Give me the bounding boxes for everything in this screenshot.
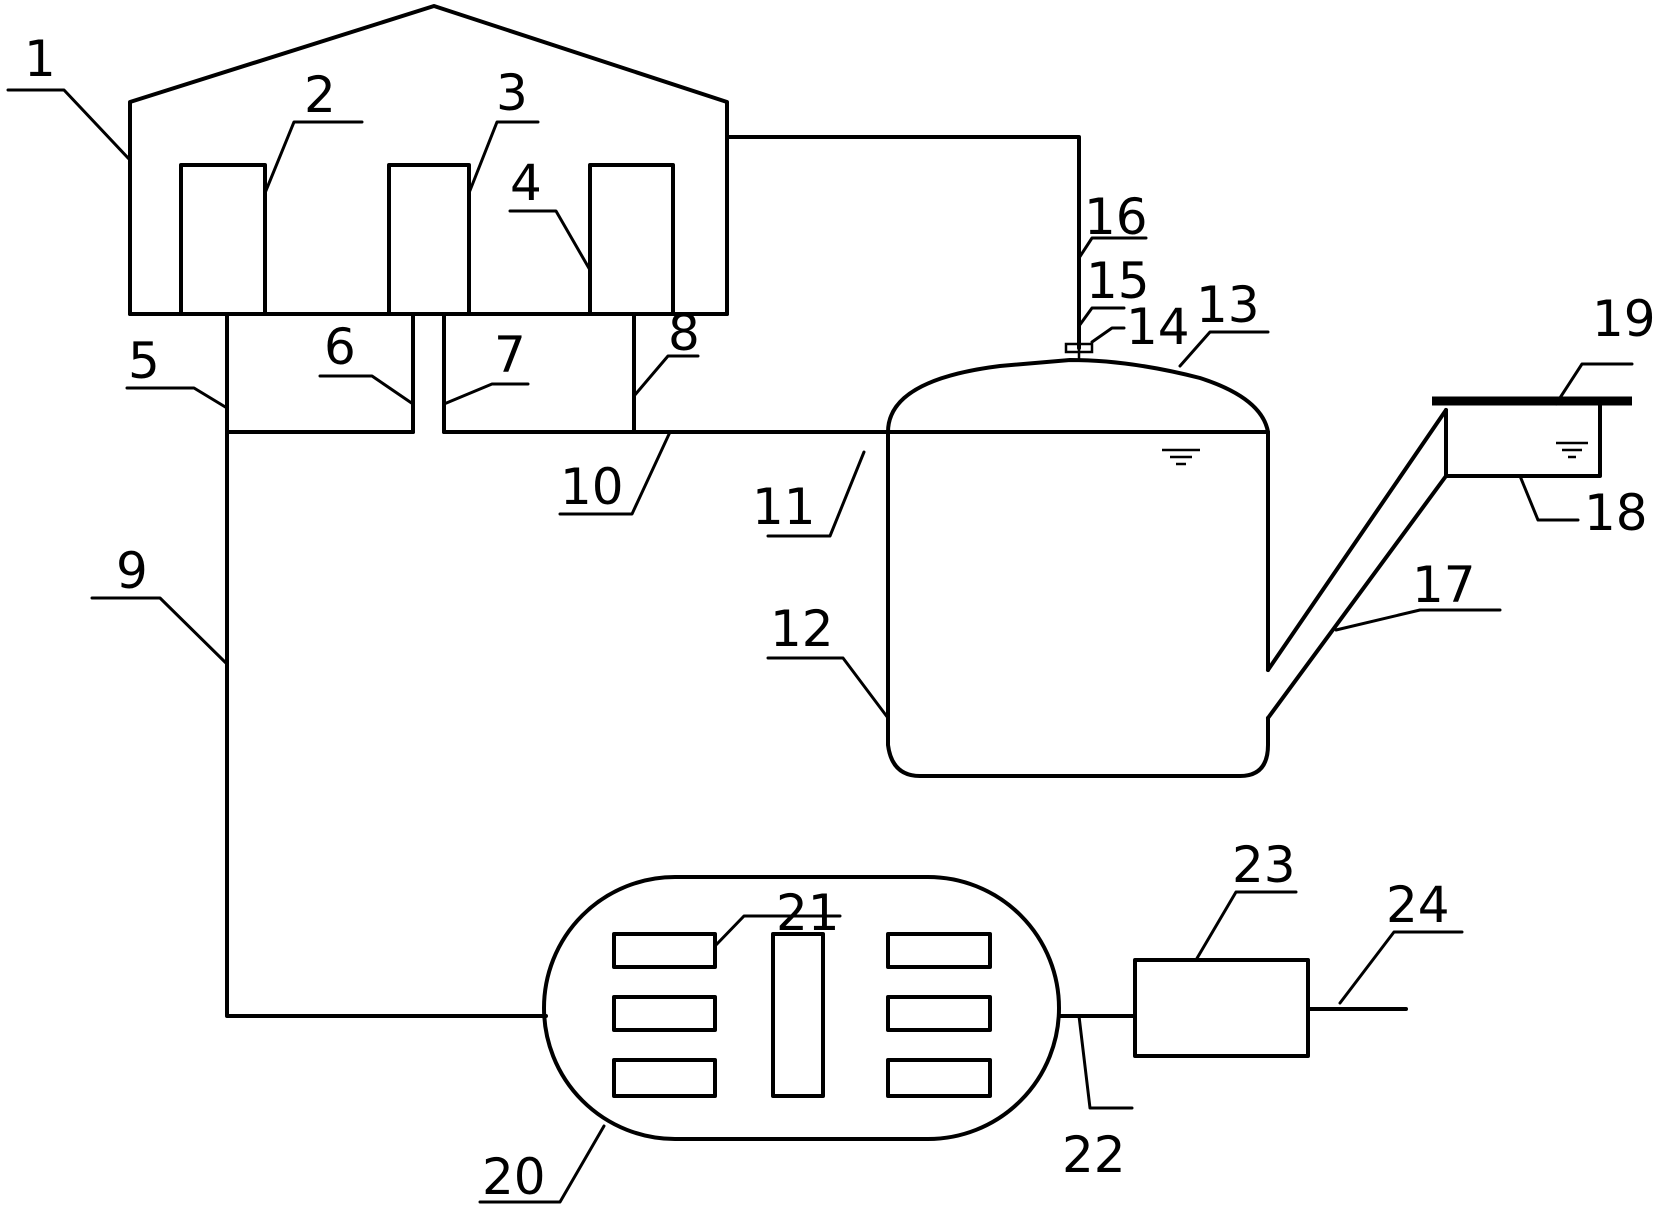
collection-channels — [225, 312, 890, 434]
callout-1: 1 — [24, 30, 56, 88]
callout-20: 20 — [482, 1148, 546, 1206]
unit-3 — [387, 163, 471, 316]
trough-18 — [1444, 402, 1602, 478]
shed-building — [128, 4, 729, 316]
callout-6: 6 — [324, 318, 356, 376]
liquid-level-mark-tank — [1162, 448, 1200, 466]
callout-3: 3 — [496, 64, 528, 122]
callout-23: 23 — [1232, 836, 1296, 894]
callout-11: 11 — [752, 478, 816, 536]
unit-4 — [588, 163, 675, 316]
callout-21: 21 — [776, 884, 840, 942]
callout-19: 19 — [1592, 290, 1656, 348]
outlet-pipe-17 — [1266, 408, 1448, 720]
gas-pipe — [725, 135, 1081, 350]
callout-17: 17 — [1412, 556, 1476, 614]
callout-7: 7 — [494, 326, 526, 384]
pipe-9 — [225, 430, 548, 1018]
callout-16: 16 — [1084, 188, 1148, 246]
callout-4: 4 — [510, 154, 542, 212]
unit-2 — [179, 163, 267, 316]
callout-labels: 1 2 3 4 5 6 7 8 9 10 11 12 13 14 15 16 1… — [24, 30, 1656, 1206]
valve-14 — [1064, 334, 1094, 360]
callout-2: 2 — [304, 66, 336, 124]
tank-12 — [886, 358, 1270, 778]
callout-15: 15 — [1086, 252, 1150, 310]
callout-14: 14 — [1126, 298, 1190, 356]
internals-21 — [612, 932, 992, 1098]
callout-18: 18 — [1584, 484, 1648, 542]
callout-10: 10 — [560, 458, 624, 516]
device-23 — [1133, 958, 1310, 1058]
leader-lines — [6, 88, 1634, 1204]
callout-24: 24 — [1386, 876, 1450, 934]
callout-8: 8 — [668, 304, 700, 362]
unit-20 — [542, 875, 1061, 1141]
callout-13: 13 — [1196, 276, 1260, 334]
callout-22: 22 — [1062, 1126, 1126, 1184]
callout-9: 9 — [116, 542, 148, 600]
liquid-level-mark-trough — [1556, 441, 1588, 459]
callout-12: 12 — [770, 600, 834, 658]
callout-5: 5 — [128, 332, 160, 390]
